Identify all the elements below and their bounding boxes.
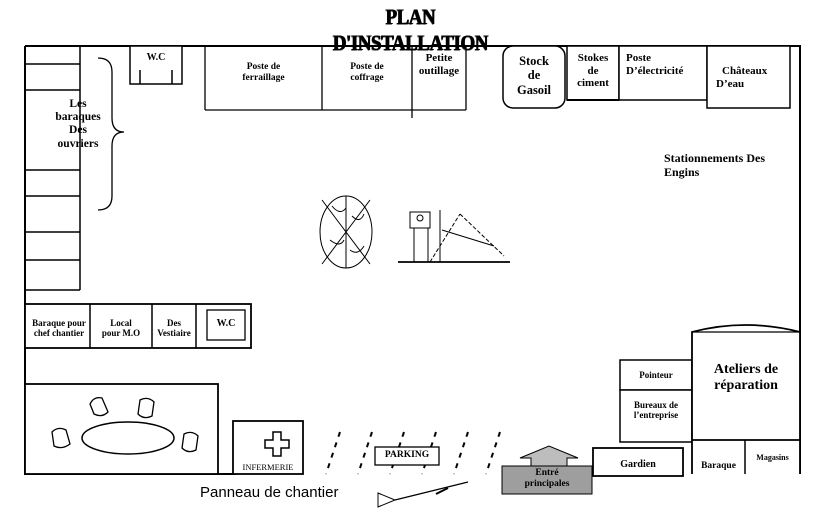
stock-gasoil-label: Stock de Gasoil [503, 54, 565, 97]
poste-electricite-label: Poste D’électricité [626, 52, 683, 77]
bureaux-line1: Bureaux de [633, 400, 679, 410]
wc-top-label: W.C [146, 52, 166, 63]
baraques-ouvriers-line3: Des [69, 124, 87, 137]
meeting-table [81, 421, 175, 455]
machinery-sketch [319, 195, 510, 269]
stationnement-label: Stationnements Des Engins [664, 151, 765, 180]
poste-ferraillage-line2: ferraillage [242, 72, 285, 83]
vestiaire-line1: Des [167, 318, 181, 328]
baraques-ouvriers-line1: Les [69, 98, 87, 110]
barracks-brace [97, 57, 125, 211]
vestiaire-line2: Vestiaire [157, 328, 191, 339]
baraques-ouvriers-label: Les baraques Des ouvriers [50, 98, 106, 151]
pointeur-label: Pointeur [639, 370, 673, 380]
poste-coffrage-label: Poste de coffrage [322, 62, 412, 84]
baraque-label: Baraque [701, 461, 736, 471]
ateliers-label: Ateliers de réparation [692, 362, 800, 394]
wc-bottom-box [206, 309, 246, 341]
petite-outillage-label: Petite outillage [412, 52, 466, 77]
stock-gasoil-line2: de [527, 68, 541, 83]
local-mo-line2: pour M.O [101, 328, 141, 339]
parking-label: PARKING [384, 450, 430, 460]
top-stations [204, 46, 467, 118]
ateliers-box [691, 324, 801, 474]
poste-coffrage-line1: Poste de [350, 62, 384, 72]
entrance-label: Entré principales [502, 468, 592, 490]
poste-electricite-box [618, 45, 708, 101]
entrance-arrow-icon [519, 445, 579, 467]
bureaux-label: Bureaux de l’entreprise [620, 400, 692, 421]
petite-outillage-line1: Petite [425, 52, 453, 64]
stokes-ciment-line2: de [587, 64, 599, 77]
wc-bottom-label: W.C [216, 318, 236, 329]
baraques-ouvriers-line2: baraques [55, 111, 101, 124]
wc-top-box [129, 45, 183, 85]
chateaux-eau-label: Châteaux D’eau [716, 65, 767, 90]
stationnement-line1: Stationnements Des [664, 151, 765, 165]
baraque-chef-line1: Baraque pour [32, 318, 86, 328]
local-mo-line1: Local [110, 318, 132, 328]
chateaux-eau-line1: Châteaux [722, 65, 768, 77]
ateliers-line1: Ateliers de [713, 362, 779, 377]
plan-title: PLAN D'INSTALLATION [332, 4, 488, 55]
ateliers-line2: réparation [714, 378, 778, 394]
stock-gasoil-box [502, 45, 566, 109]
petite-outillage-line2: outillage [418, 64, 460, 77]
baraque-chef-line2: chef chantier [33, 328, 85, 339]
barracks-strips [25, 46, 81, 291]
poste-ferraillage-label: Poste de ferraillage [205, 62, 322, 84]
cross-icon [264, 431, 290, 457]
chateaux-eau-line2: D’eau [716, 77, 745, 90]
bureaux-box [619, 389, 693, 443]
chateaux-eau-box [706, 45, 791, 109]
poste-electricite-line1: Poste [626, 52, 652, 64]
stokes-ciment-label: Stokes de ciment [567, 52, 619, 90]
panneau-arrow-icon [377, 492, 397, 508]
entrance-line2: principales [524, 478, 570, 489]
poste-coffrage-line2: coffrage [350, 72, 384, 83]
gardien-box [592, 447, 684, 477]
chair-icon [51, 396, 199, 453]
stokes-ciment-line3: ciment [577, 77, 609, 90]
gardien-label: Gardien [620, 459, 656, 470]
entrance-box [501, 465, 593, 495]
poste-ferraillage-line1: Poste de [246, 62, 281, 72]
pointeur-box [619, 359, 693, 391]
panneau-label: Panneau de chantier [200, 484, 339, 501]
baraque-chef-label: Baraque pour chef chantier [28, 318, 90, 339]
stock-gasoil-line3: Gasoil [516, 82, 552, 97]
poste-electricite-line2: D’électricité [626, 64, 684, 77]
stock-gasoil-line1: Stock [519, 54, 549, 68]
local-mo-label: Local pour M.O [90, 318, 152, 339]
vestiaire-label: Des Vestiaire [152, 318, 196, 339]
infermerie-label: INFERMERIE [242, 462, 294, 472]
bureaux-line2: l’entreprise [633, 410, 679, 421]
stokes-ciment-line1: Stokes [577, 52, 609, 64]
baraques-ouvriers-line4: ouvriers [57, 137, 99, 150]
stationnement-line2: Engins [664, 164, 700, 179]
magasins-label: Magasins [756, 453, 789, 462]
parking-sign-box [374, 446, 440, 466]
entrance-line1: Entré [535, 468, 559, 478]
